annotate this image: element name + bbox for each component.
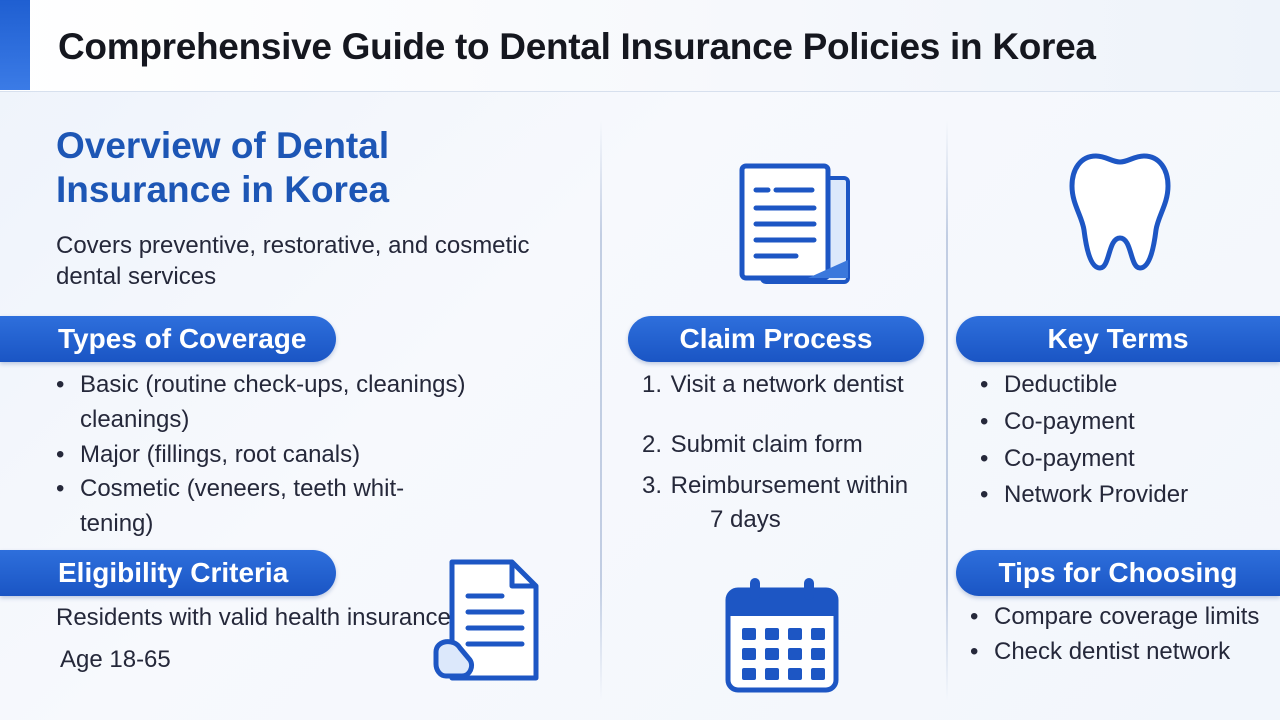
accent-bar — [0, 0, 30, 90]
tips-list: Compare coverage limits Check dentist ne… — [968, 600, 1278, 670]
claim-step: 2. Submit claim form — [642, 428, 942, 462]
key-terms-heading-pill: Key Terms — [956, 316, 1280, 362]
claim-heading-pill: Claim Process — [628, 316, 924, 362]
coverage-item-line1: Basic (routine check-ups, cleanings) — [80, 371, 466, 398]
tips-heading: Tips for Choosing — [998, 557, 1238, 588]
claim-steps: 1. Visit a network dentist 2. Submit cla… — [642, 368, 942, 536]
claim-step: 1. Visit a network dentist — [642, 368, 942, 402]
key-terms-heading: Key Terms — [1047, 323, 1189, 354]
list-item: Network Provider — [978, 478, 1268, 513]
claim-heading: Claim Process — [679, 323, 873, 354]
eligibility-heading: Eligibility Criteria — [58, 557, 289, 588]
list-item: Deductible — [978, 368, 1268, 403]
coverage-list: Basic (routine check-ups, cleanings) cle… — [54, 368, 554, 542]
coverage-item-line2: cleanings) — [80, 405, 190, 433]
step-text: Reimbursement within — [670, 472, 909, 500]
tips-heading-pill: Tips for Choosing — [956, 550, 1280, 596]
step-continuation: 7 days — [710, 505, 781, 533]
coverage-item-line2: tening) — [80, 510, 154, 538]
coverage-heading: Types of Coverage — [58, 323, 307, 354]
tooth-icon — [1069, 153, 1171, 271]
column-divider — [600, 120, 602, 700]
calendar-icon — [725, 578, 839, 693]
eligibility-heading-pill: Eligibility Criteria — [0, 550, 336, 596]
list-item: Basic (routine check-ups, cleanings) cle… — [54, 368, 554, 438]
column-divider — [946, 120, 948, 700]
step-number: 1. — [642, 371, 663, 398]
eligibility-age: Age 18-65 — [60, 646, 171, 673]
coverage-item-line1: Cosmetic (veneers, teeth whit- — [80, 475, 405, 503]
step-text: Submit claim form — [670, 430, 863, 458]
step-number: 3. — [642, 472, 663, 500]
coverage-item-line1: Major (fillings, root canals) — [80, 440, 361, 468]
document-icon — [739, 163, 850, 284]
overview-description: Covers preventive, restorative, and cosm… — [56, 232, 530, 291]
claim-step: 3. Reimbursement within 7 days — [642, 469, 942, 536]
list-item: Co-payment — [978, 442, 1268, 477]
title-band — [0, 0, 1280, 92]
list-item: Major (fillings, root canals) — [54, 438, 554, 473]
list-item: Cosmetic (veneers, teeth whit- tening) — [54, 472, 554, 542]
list-item: Check dentist network — [968, 635, 1278, 670]
list-item: Compare coverage limits — [968, 600, 1278, 635]
step-text: Visit a network dentist — [670, 371, 904, 398]
list-item: Co-payment — [978, 405, 1268, 440]
form-icon — [433, 559, 539, 681]
coverage-heading-pill: Types of Coverage — [0, 316, 336, 362]
step-number: 2. — [642, 430, 663, 458]
eligibility-residents: Residents with valid health insurance — [56, 604, 451, 631]
page-title: Comprehensive Guide to Dental Insurance … — [58, 26, 1096, 67]
overview-heading: Overview of Dental Insurance in Korea — [56, 125, 390, 211]
key-terms-list: Deductible Co-payment Co-payment Network… — [978, 368, 1268, 513]
